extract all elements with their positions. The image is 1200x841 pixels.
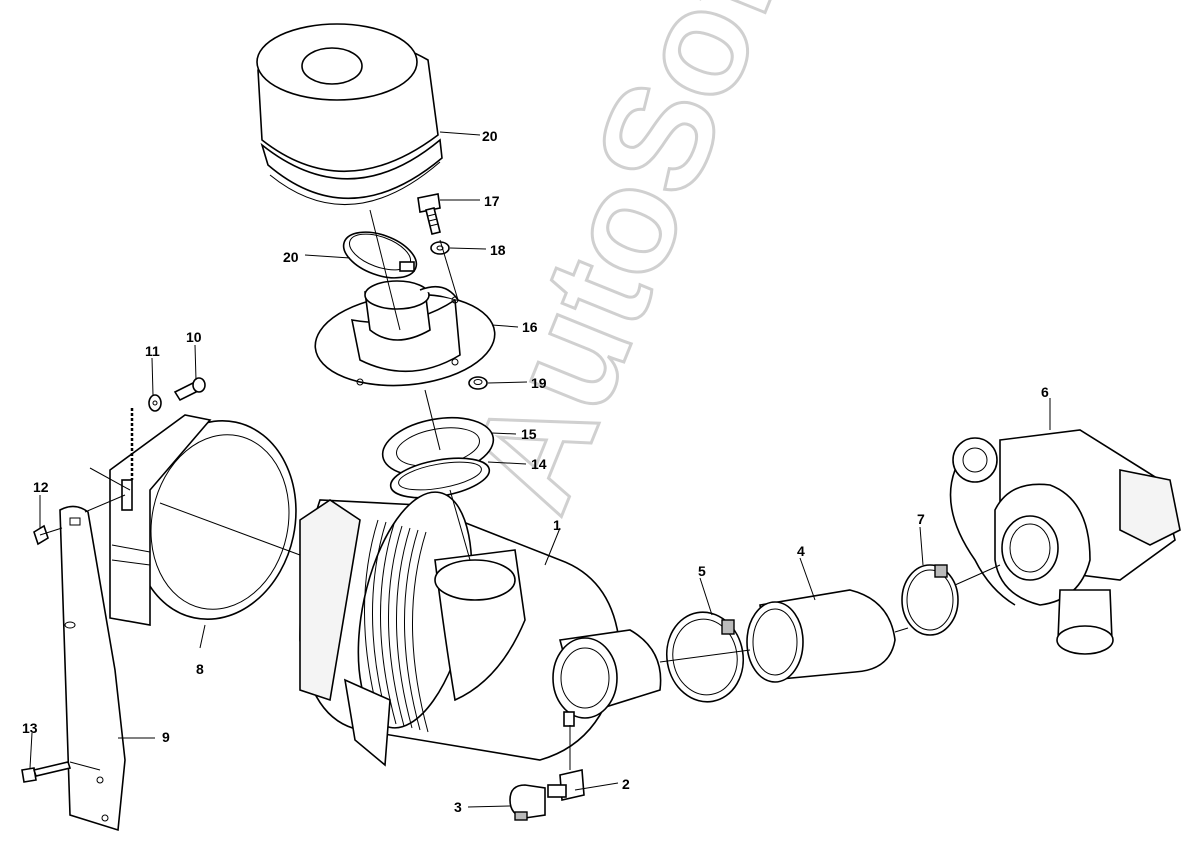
part-fitting-2 [547,711,585,801]
callout-9: 9 [162,729,170,745]
callout-5: 5 [698,563,706,579]
leader-lines [29,131,1051,808]
callout-15: 15 [521,426,537,442]
part-washer-11 [148,394,162,412]
part-turbocharger-6 [949,429,1181,655]
callout-4: 4 [797,543,805,559]
callout-18: 18 [490,242,506,258]
callout-16: 16 [522,319,538,335]
callout-20-ring: 20 [283,249,299,265]
part-hose-clamp-7 [901,564,959,636]
part-clamp-ring-20 [342,231,418,279]
callout-8: 8 [196,661,204,677]
callout-7: 7 [917,511,925,527]
part-air-filter-housing-1 [299,491,621,767]
callout-6: 6 [1041,384,1049,400]
callout-1: 1 [553,517,561,533]
callout-10: 10 [186,329,202,345]
part-bolt-17 [417,193,441,235]
part-nut-19 [468,376,488,390]
part-rain-cap [256,23,443,206]
callout-12: 12 [33,479,49,495]
callout-14: 14 [531,456,547,472]
callout-2: 2 [622,776,630,792]
part-washer-18 [430,241,450,255]
callout-13: 13 [22,720,38,736]
callout-3: 3 [454,799,462,815]
callout-11: 11 [145,343,160,359]
part-mounting-band-8 [109,414,297,626]
part-hose-clamp-5 [665,611,745,703]
part-bolt-10 [173,377,206,402]
watermark: AutoSoft [434,0,827,532]
part-service-indicator-3 [509,784,546,821]
part-bracket-9 [59,505,126,832]
part-hose-4 [746,589,896,683]
part-outlet-elbow [552,629,662,719]
part-seal-14 [389,457,491,499]
callout-19: 19 [531,375,547,391]
part-mounting-plate-16 [314,280,496,387]
part-bolt-13 [21,761,72,783]
callout-20-top: 20 [482,128,498,144]
callout-17: 17 [484,193,500,209]
